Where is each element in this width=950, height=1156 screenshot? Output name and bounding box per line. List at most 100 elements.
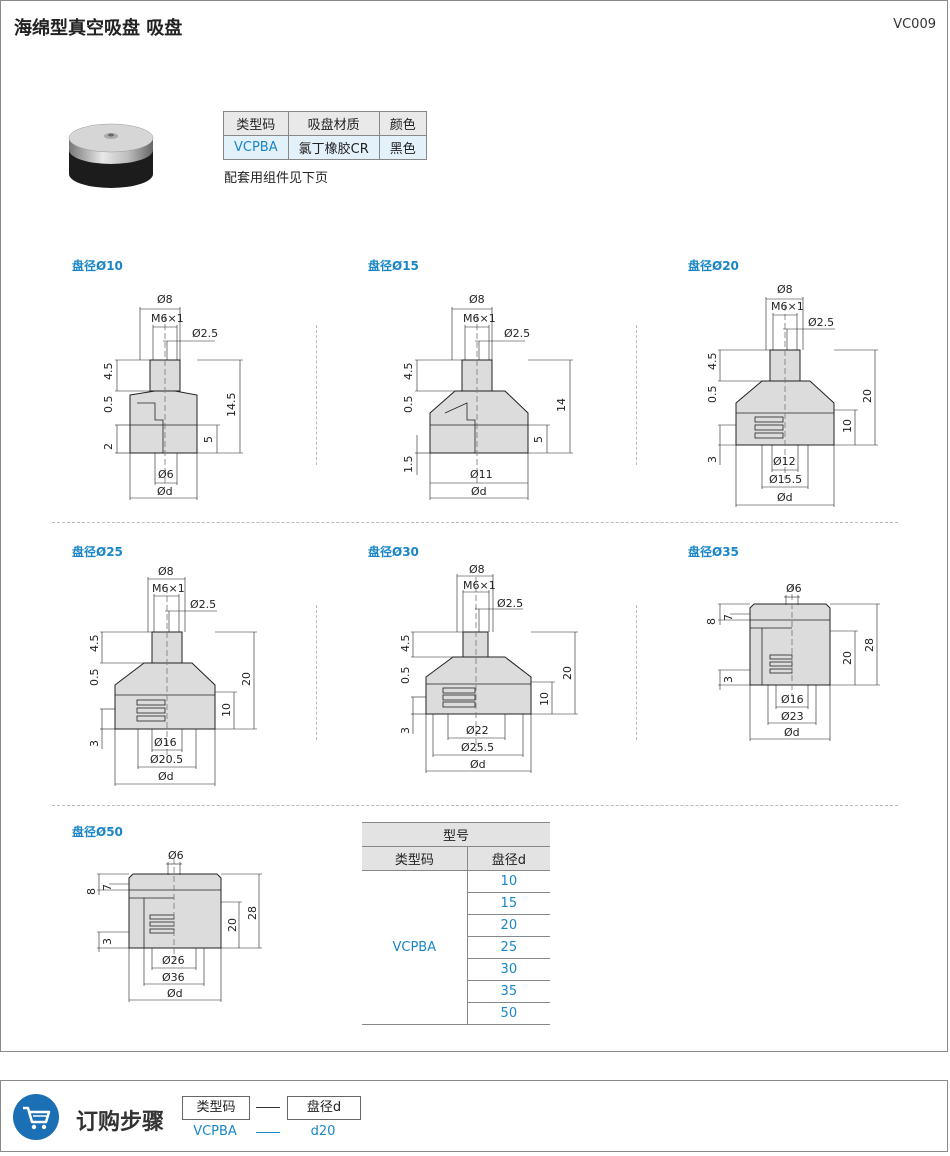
dim-label: 20 [861,389,874,403]
diameter-value: 20 [467,914,550,937]
dim-label: 2 [102,443,115,450]
spec-table: 类型码 吸盘材质 颜色 VCPBA 氯丁橡胶CR 黑色 [223,111,427,160]
dim-label: 4.5 [706,353,719,371]
accessory-note: 配套用组件见下页 [224,171,329,186]
diagram-d25: Ø8 M6×1 Ø2.5 4.5 0.5 3 20 10 Ø16 Ø20.5 Ø… [88,565,257,786]
dim-label: Ø25.5 [461,741,494,754]
separator [316,605,317,740]
diagram-d15: Ø8 M6×1 Ø2.5 4.5 0.5 1.5 14 5 Ø11 Ød [402,293,573,500]
diagram-label-d35: 盘径Ø35 [688,545,739,559]
diagram-d35: Ø6 8 7 3 20 28 Ø16 Ø23 Ød [705,582,880,741]
order-box-type: 类型码 [182,1096,250,1120]
diagram-label-d25: 盘径Ø25 [72,545,123,559]
diagram-d30: Ø8 M6×1 Ø2.5 4.5 0.5 3 20 10 Ø22 Ø25.5 Ø… [399,563,578,773]
order-panel [0,1080,948,1152]
dim-label: 20 [561,666,574,680]
dim-label: 7 [722,614,735,621]
dim-label: Ø12 [773,455,796,468]
dim-label: Ø6 [158,468,174,481]
dim-label: Ød [167,987,183,1000]
dim-label: M6×1 [152,582,185,595]
dim-label: 4.5 [88,635,101,653]
product-photo [68,123,154,188]
separator [636,325,637,465]
diameter-value: 10 [467,870,550,893]
dim-label: 3 [101,938,114,945]
dim-label: 8 [705,618,718,625]
page-title: 海绵型真空吸盘 吸盘 [14,18,183,39]
order-connector [256,1132,280,1133]
dim-label: 8 [85,888,98,895]
diagram-d50: Ø6 8 7 3 20 28 Ø26 Ø36 Ød [85,849,262,1002]
spec-color: 黑色 [378,135,427,160]
diagram-d10: Ø8 M6×1 Ø2.5 4.5 0.5 2 14.5 5 Ø6 Ød [102,293,243,500]
dim-label: 10 [538,692,551,706]
dim-label: Ø2.5 [808,316,834,329]
dim-label: 14.5 [225,393,238,418]
dim-label: 0.5 [706,386,719,404]
dim-label: Ø8 [158,565,174,578]
diagram-label-d10: 盘径Ø10 [72,259,123,273]
dim-label: Ø26 [162,954,185,967]
model-type-code: VCPBA [362,870,468,1025]
dim-label: Ød [777,491,793,504]
dim-label: 0.5 [402,396,415,414]
dim-label: Ø15.5 [769,473,802,486]
dim-label: 20 [226,918,239,932]
diagram-label-d30: 盘径Ø30 [368,545,419,559]
spec-header-color: 颜色 [378,111,427,136]
model-header-diameter: 盘径d [467,846,550,871]
dim-label: 14 [555,398,568,412]
dim-label: Ø2.5 [190,598,216,611]
diagram-label-d50: 盘径Ø50 [72,825,123,839]
dim-label: Ø16 [781,693,804,706]
dim-label: Ød [784,726,800,739]
catalog-frame [0,0,948,1052]
diagram-label-d15: 盘径Ø15 [368,259,419,273]
dim-label: Ø2.5 [504,327,530,340]
dim-label: 10 [220,703,233,717]
spec-header-material: 吸盘材质 [287,111,380,136]
dim-label: 10 [841,419,854,433]
dim-label: 0.5 [399,667,412,685]
diameter-value: 15 [467,892,550,915]
dim-label: Ød [471,485,487,498]
order-value-diameter: d20 [310,1124,336,1139]
dim-label: Ød [470,758,486,771]
model-header-type: 类型码 [362,846,468,871]
dim-label: 3 [88,740,101,747]
dim-label: Ø8 [469,563,485,576]
dim-label: 20 [240,672,253,686]
diameter-value: 25 [467,936,550,959]
dim-label: 5 [202,436,215,443]
spec-type-code: VCPBA [223,135,289,160]
dim-label: 0.5 [88,669,101,687]
dim-label: Ø16 [154,736,177,749]
dim-label: Ø8 [777,283,793,296]
cart-icon [13,1094,59,1140]
dim-label: 28 [246,906,259,920]
separator [52,805,898,806]
product-code: VC009 [893,17,936,32]
dim-label: Ø6 [168,849,184,862]
dim-label: Ø6 [786,582,802,595]
dim-label: Ø8 [469,293,485,306]
spec-material: 氯丁橡胶CR [287,135,380,160]
dim-label: 4.5 [402,363,415,381]
dim-label: 7 [101,884,114,891]
model-group-header: 型号 [362,822,550,847]
dim-label: 4.5 [102,363,115,381]
diameter-value: 35 [467,980,550,1003]
diameter-value: 50 [467,1002,550,1025]
dim-label: M6×1 [463,312,496,325]
dim-label: 3 [706,456,719,463]
dim-label: M6×1 [151,312,184,325]
dim-label: Ø23 [781,710,804,723]
separator [636,605,637,740]
dim-label: Ø36 [162,971,185,984]
spec-header-type: 类型码 [223,111,289,136]
dim-label: Ød [158,770,174,783]
order-title: 订购步骤 [76,1110,165,1135]
order-value-type: VCPBA [193,1124,237,1139]
order-connector [256,1107,280,1108]
